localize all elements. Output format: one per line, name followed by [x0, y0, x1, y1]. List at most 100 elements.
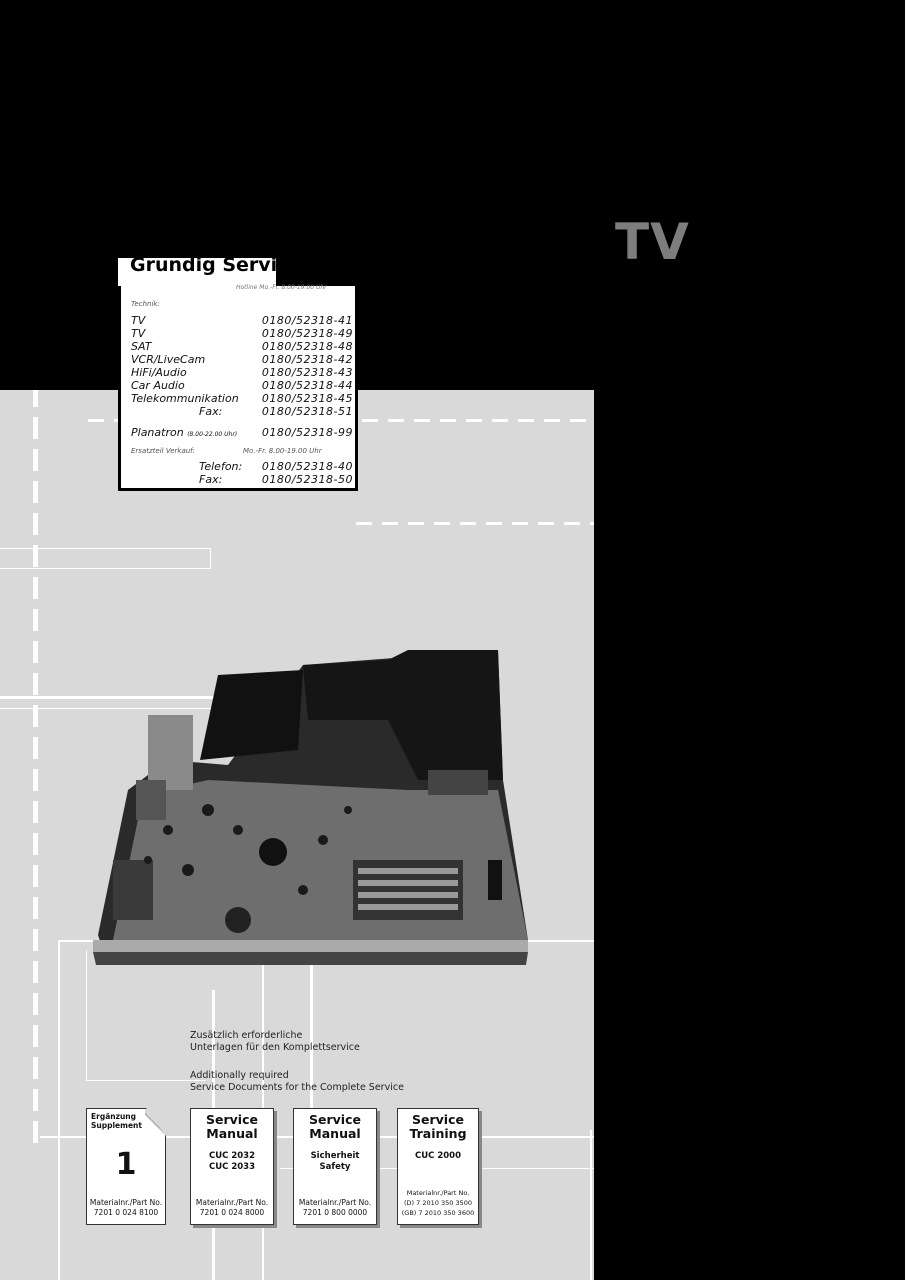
row-number: 0180/52318-48 — [261, 340, 353, 353]
row-name: Telefon: — [199, 460, 243, 473]
model-line: CUC 2000 — [415, 1151, 461, 1161]
divider-line — [86, 1080, 206, 1081]
doc-models: CUC 2000 — [398, 1151, 478, 1162]
model-line: Safety — [319, 1162, 351, 1172]
telefon-row: Telefon: 0180/52318-40 — [131, 460, 353, 473]
row-name: Planatron (8.00-22.00 Uhr) — [131, 426, 237, 441]
service-manual-doc: Service Manual CUC 2032 CUC 2033 Materia… — [190, 1108, 274, 1225]
ersatzteil-label: Ersatzteil Verkauf: — [131, 447, 195, 455]
row-number: 0180/52318-99 — [261, 426, 353, 439]
pn-value: (GB) 7 2010 350 3600 — [401, 1209, 475, 1217]
dashed-line — [356, 522, 594, 525]
divider-line — [86, 950, 87, 1080]
divider-line — [210, 548, 211, 569]
category-title: TV — [615, 213, 690, 271]
row-number: 0180/52318-42 — [261, 353, 353, 366]
divider-line — [310, 940, 313, 1130]
model-line: CUC 2032 — [209, 1151, 255, 1161]
divider-line — [590, 1130, 592, 1280]
part-number: Materialnr./Part No. 7201 0 024 8000 — [191, 1198, 273, 1218]
info-line: Zusätzlich erforderliche — [190, 1030, 303, 1041]
row-number: 0180/52318-45 — [261, 392, 353, 405]
row-name: TV — [131, 327, 146, 340]
title-line: Service — [309, 1112, 361, 1127]
supplement-doc: Ergänzung Supplement 1 Materialnr./Part … — [86, 1108, 166, 1225]
pn-label: Materialnr./Part No. — [406, 1189, 470, 1197]
info-en: Additionally required Service Documents … — [190, 1070, 404, 1094]
doc-title: Service Manual — [191, 1113, 273, 1141]
model-line: CUC 2033 — [209, 1162, 255, 1172]
pn-label: Materialnr./Part No. — [298, 1198, 372, 1207]
divider-line — [0, 708, 240, 709]
doc-title: Service Manual — [294, 1113, 376, 1141]
chassis-photo — [93, 650, 528, 965]
planatron-row: Planatron (8.00-22.00 Uhr) 0180/52318-99 — [131, 426, 353, 439]
row-name: TV — [131, 314, 146, 327]
title-line: Manual — [309, 1126, 361, 1141]
divider-line — [58, 940, 60, 1280]
part-number: Materialnr./Part No. 7201 0 024 8100 — [87, 1198, 165, 1218]
hotline-box: Hotline Mo.-Fr. 8.00-19.00 Uhr Technik: … — [118, 284, 358, 491]
service-training-doc: Service Training CUC 2000 Materialnr./Pa… — [397, 1108, 479, 1225]
pn-value: 7201 0 024 8000 — [199, 1208, 265, 1217]
row-number: 0180/52318-40 — [261, 460, 353, 473]
title-line: Service — [412, 1112, 464, 1127]
row-number: 0180/52318-41 — [261, 314, 353, 327]
hotline-row: HiFi/Audio 0180/52318-43 — [131, 366, 353, 379]
info-line: Unterlagen für den Komplettservice — [190, 1042, 360, 1053]
row-name: Fax: — [199, 473, 223, 486]
hotline-row: TV 0180/52318-41 — [131, 314, 353, 327]
label-line: Ergänzung — [91, 1112, 137, 1121]
info-de: Zusätzlich erforderliche Unterlagen für … — [190, 1030, 360, 1054]
doc-title: Service Training — [398, 1113, 478, 1141]
row-number: 0180/52318-43 — [261, 366, 353, 379]
row-number: 0180/52318-50 — [261, 473, 353, 486]
fax-row: Fax: 0180/52318-50 — [131, 473, 353, 486]
pn-value: (D) 7 2010 350 3500 — [404, 1199, 472, 1207]
label-line: Supplement — [91, 1121, 142, 1130]
row-name: Telekommunikation — [131, 392, 239, 405]
dashed-line — [33, 390, 38, 1145]
hotline-row: SAT 0180/52318-48 — [131, 340, 353, 353]
doc-models: CUC 2032 CUC 2033 — [191, 1151, 273, 1173]
hotline-row: TV 0180/52318-49 — [131, 327, 353, 340]
technik-label: Technik: — [131, 300, 160, 308]
title-line: Manual — [206, 1126, 258, 1141]
service-heading-box: Grundig Service — [118, 258, 276, 288]
pn-label: Materialnr./Part No. — [195, 1198, 269, 1207]
planatron-hours: (8.00-22.00 Uhr) — [187, 431, 238, 438]
part-number: Materialnr./Part No. 7201 0 800 0000 — [294, 1198, 376, 1218]
row-number: 0180/52318-51 — [261, 405, 353, 418]
hotline-row: VCR/LiveCam 0180/52318-42 — [131, 353, 353, 366]
safety-manual-doc: Service Manual Sicherheit Safety Materia… — [293, 1108, 377, 1225]
dashed-line — [362, 419, 594, 422]
ersatzteil-hours: Mo.-Fr. 8.00-19.00 Uhr — [243, 447, 322, 455]
hotline-row: Fax: 0180/52318-51 — [131, 405, 353, 418]
row-name: Fax: — [199, 405, 223, 418]
info-line: Service Documents for the Complete Servi… — [190, 1082, 404, 1093]
row-name: HiFi/Audio — [131, 366, 187, 379]
doc-models: Sicherheit Safety — [294, 1151, 376, 1173]
pn-value: 7201 0 800 0000 — [302, 1208, 368, 1217]
service-heading: Grundig Service — [130, 258, 276, 276]
hotline-row: Telekommunikation 0180/52318-45 — [131, 392, 353, 405]
pn-value: 7201 0 024 8100 — [93, 1208, 159, 1217]
pn-label: Materialnr./Part No. — [89, 1198, 163, 1207]
divider-line — [0, 548, 210, 549]
dashed-line — [88, 419, 118, 422]
row-name: Car Audio — [131, 379, 185, 392]
title-line: Service — [206, 1112, 258, 1127]
supplement-label: Ergänzung Supplement — [91, 1112, 142, 1130]
row-name: SAT — [131, 340, 152, 353]
row-name: VCR/LiveCam — [131, 353, 206, 366]
info-line: Additionally required — [190, 1070, 289, 1081]
planatron-name: Planatron — [131, 426, 184, 439]
divider-line — [0, 568, 210, 569]
row-number: 0180/52318-49 — [261, 327, 353, 340]
hotline-row: Car Audio 0180/52318-44 — [131, 379, 353, 392]
title-line: Training — [409, 1126, 467, 1141]
model-line: Sicherheit — [310, 1151, 360, 1161]
row-number: 0180/52318-44 — [261, 379, 353, 392]
divider-line — [0, 696, 240, 699]
hotline-hours: Hotline Mo.-Fr. 8.00-19.00 Uhr — [236, 284, 327, 291]
